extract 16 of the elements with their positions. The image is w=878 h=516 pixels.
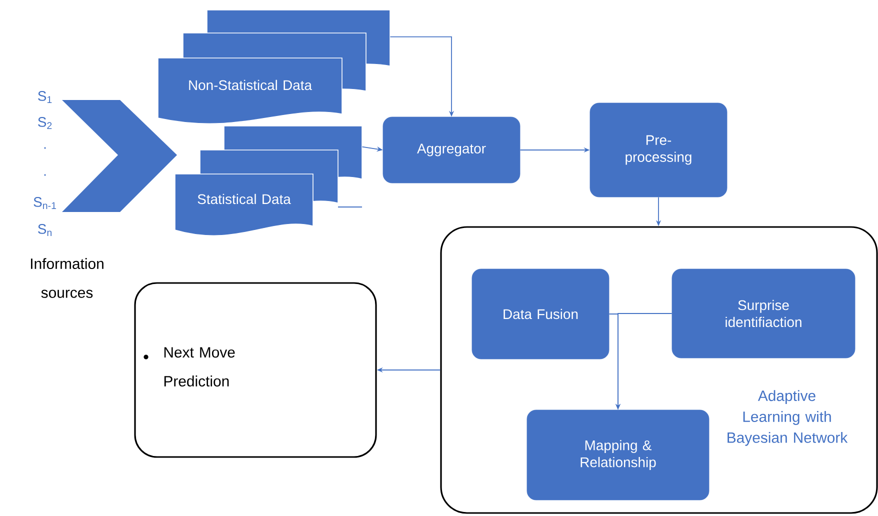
source-label: S$_{1}$ [38, 91, 52, 103]
source-label: S$_{n}$ [38, 224, 52, 236]
node-label: Statistical Data [198, 194, 291, 204]
source-label: S$_{2}$ [38, 117, 52, 129]
process-box: Mapping & Relationship [526, 410, 710, 500]
document-stack: Non-Statistical Data [158, 10, 390, 124]
source-label: . [44, 147, 46, 149]
process-box: Surprise identifiaction [672, 268, 856, 358]
source-label: . [44, 174, 46, 176]
process-box: Data Fusion [472, 268, 610, 360]
source-label: S$_{n-1}$ [34, 197, 56, 209]
document-stack: Statistical Data [174, 126, 362, 236]
caption-label: Information sources [31, 258, 104, 298]
output-box: Next Move Prediction [134, 282, 377, 458]
process-box: Aggregator [382, 116, 520, 184]
process-box: Pre- processing [590, 102, 728, 198]
